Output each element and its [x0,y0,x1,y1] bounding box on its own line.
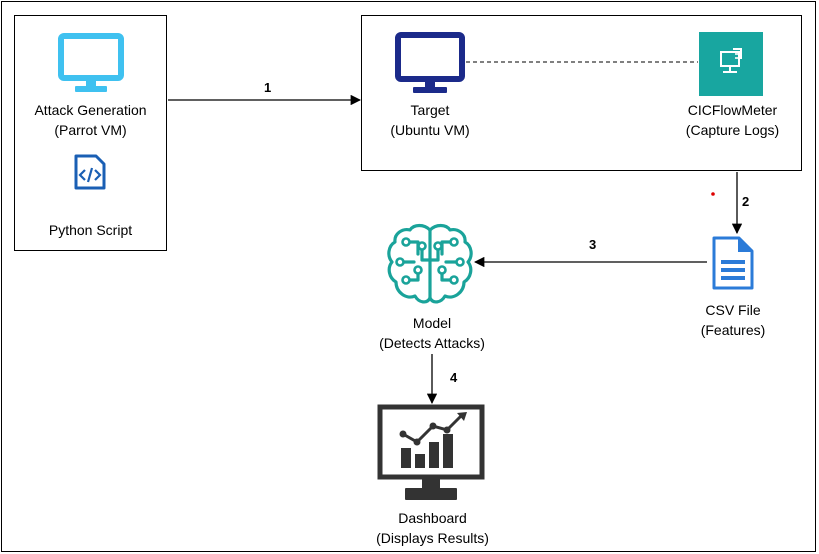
cicflowmeter-subtitle: (Capture Logs) [685,122,780,138]
red-dot [711,192,715,196]
edge-1-label: 1 [264,80,272,95]
attacker-label: Attack Generation (Parrot VM) [14,100,167,140]
target-title: Target [410,102,450,118]
chart-monitor-icon [377,404,485,500]
code-file-icon [74,154,106,190]
csv-subtitle: (Features) [700,322,766,338]
cicflowmeter-title: CICFlowMeter [687,102,778,118]
attacker-monitor-icon [58,33,124,92]
edge-2-label: 2 [742,194,750,209]
dashboard-title: Dashboard [398,510,467,526]
target-subtitle: (Ubuntu VM) [390,122,470,138]
document-icon [712,236,754,290]
capture-app-icon [699,32,763,96]
cicflowmeter-label: CICFlowMeter (Capture Logs) [670,100,795,140]
model-subtitle: (Detects Attacks) [379,335,485,351]
dashboard-subtitle: (Displays Results) [376,530,489,546]
model-title: Model [412,315,452,331]
script-label: Python Script [48,222,133,238]
target-label: Target (Ubuntu VM) [380,100,480,140]
brain-circuit-icon [387,223,473,304]
target-monitor-icon [395,32,465,93]
model-label: Model (Detects Attacks) [362,313,502,353]
csv-title: CSV File [705,302,761,318]
attacker-group-box [14,15,167,251]
edge-4-label: 4 [450,370,458,385]
csv-label: CSV File (Features) [683,300,783,340]
edge-3-label: 3 [589,237,597,252]
dashboard-label: Dashboard (Displays Results) [355,508,510,548]
attacker-subtitle: (Parrot VM) [54,122,127,138]
attacker-title: Attack Generation [34,102,147,118]
